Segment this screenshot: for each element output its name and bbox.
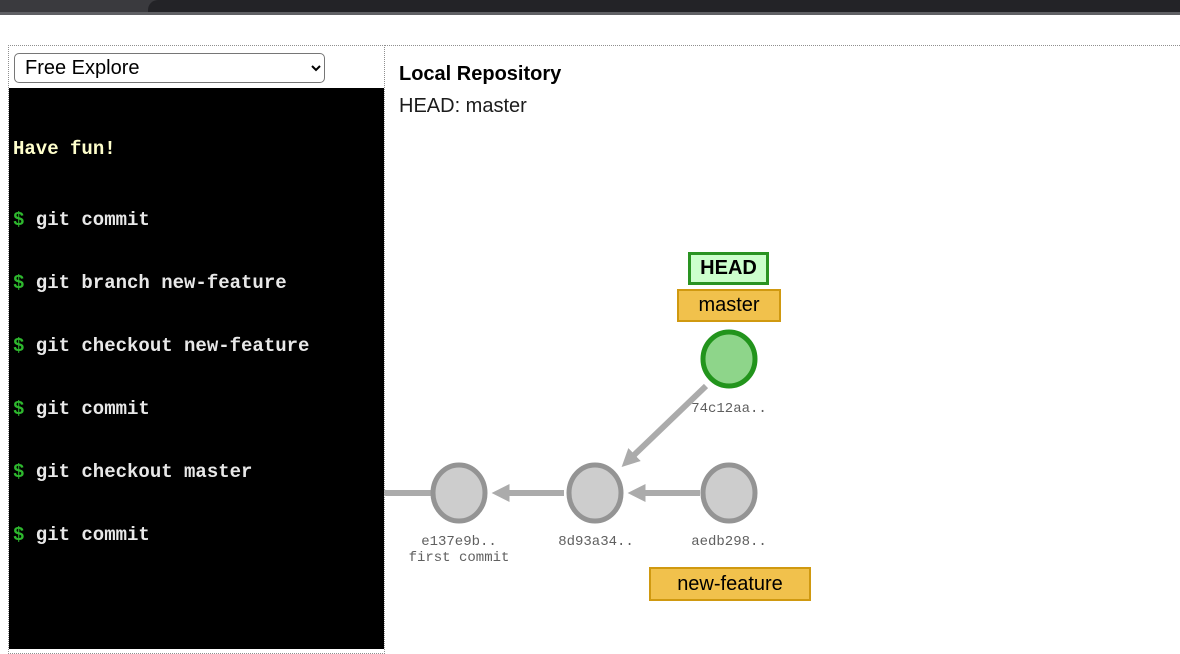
terminal-command: $git commit xyxy=(13,209,150,231)
browser-chrome xyxy=(0,0,1180,15)
terminal-command: $git checkout master xyxy=(13,461,253,483)
terminal-command: $git checkout new-feature xyxy=(13,335,310,357)
prompt-symbol: $ xyxy=(13,524,25,546)
head-ref-label: HEAD xyxy=(688,252,769,285)
commit-node-8d93a34[interactable] xyxy=(566,462,624,524)
branch-label-master: master xyxy=(677,289,781,322)
repository-panel xyxy=(385,45,1180,654)
terminal-command: $git commit xyxy=(13,524,150,546)
browser-tab xyxy=(148,0,1180,12)
commit-hash-aedb298: aedb298.. xyxy=(691,534,767,550)
commit-node-74c12aa-current[interactable] xyxy=(700,329,758,389)
commit-hash-8d93a34: 8d93a34.. xyxy=(558,534,634,550)
commit-hash-74c12aa: 74c12aa.. xyxy=(691,401,767,417)
mode-select[interactable]: Free Explore xyxy=(14,53,325,83)
terminal-command: $git commit xyxy=(13,398,150,420)
prompt-symbol: $ xyxy=(13,461,25,483)
commit-node-e137e9b[interactable] xyxy=(430,462,488,524)
prompt-symbol: $ xyxy=(13,398,25,420)
commit-hash-e137e9b: e137e9b.. xyxy=(421,534,497,550)
terminal[interactable]: Have fun! $git commit $git branch new-fe… xyxy=(9,88,384,649)
browser-toolbar-edge xyxy=(0,12,1180,15)
terminal-intro: Have fun! xyxy=(13,138,116,160)
prompt-symbol: $ xyxy=(13,335,25,357)
edge-74c12aa-to-8d93a34 xyxy=(621,383,709,467)
terminal-command: $git branch new-feature xyxy=(13,272,287,294)
page-title: Local Repository xyxy=(399,63,562,85)
commit-node-aedb298[interactable] xyxy=(700,462,758,524)
prompt-symbol: $ xyxy=(13,272,25,294)
head-status: HEAD: master xyxy=(399,95,527,117)
branch-label-new-feature: new-feature xyxy=(649,567,811,601)
prompt-symbol: $ xyxy=(13,209,25,231)
commit-message-e137e9b: first commit xyxy=(409,550,510,566)
control-panel: Free Explore Have fun! $git commit $git … xyxy=(8,45,385,654)
